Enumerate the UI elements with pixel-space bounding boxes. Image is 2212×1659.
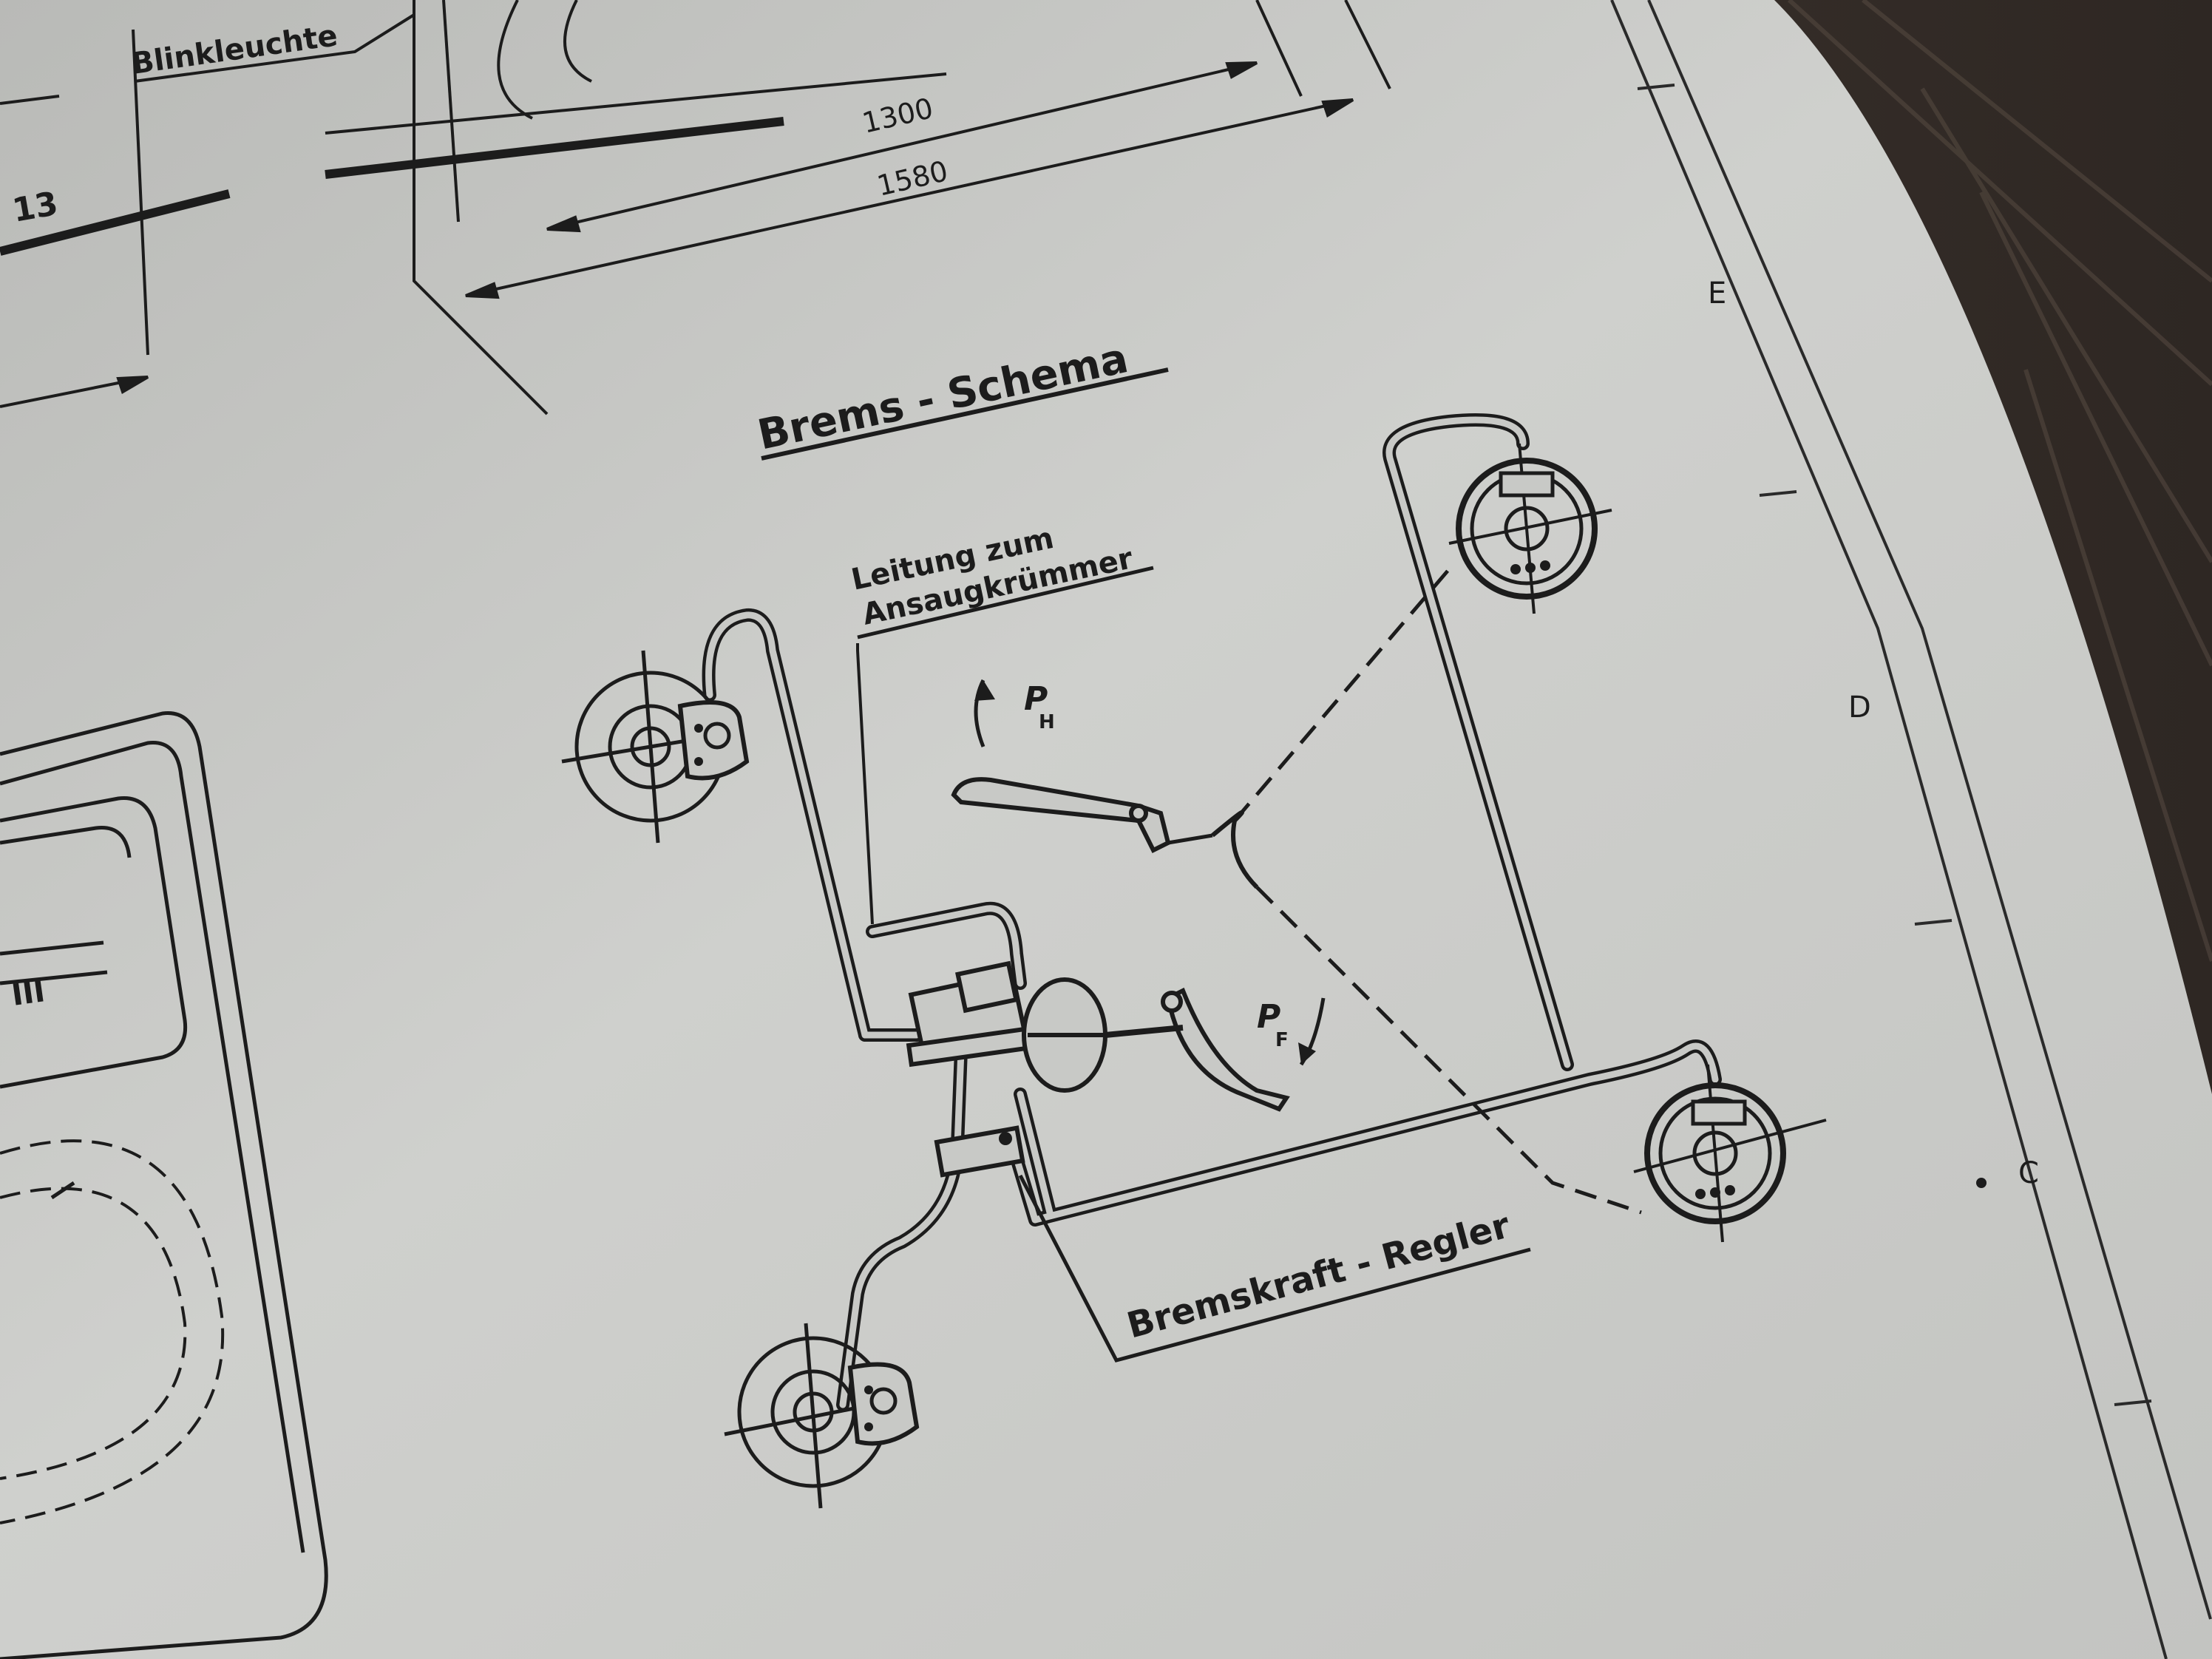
ph-label: P [1024, 680, 1048, 718]
front-left-disc-brake [561, 650, 750, 844]
brake-force-regulator [934, 1125, 1025, 1178]
partial-label-13: 13 [10, 185, 61, 230]
wood-grain [1787, 0, 2212, 962]
lever-link [1167, 833, 1213, 845]
ph-arrowhead [974, 680, 995, 701]
zone-letter-d: D [1848, 691, 1871, 725]
vehicle-top-drawing [0, 0, 1391, 415]
dashed-wheel-arc [0, 1139, 225, 1524]
sheet-border [1610, 0, 2212, 1659]
brake-booster [1022, 977, 1184, 1093]
handbrake-cables [1233, 568, 1642, 1215]
pf-label: P [1257, 998, 1280, 1036]
rear-right-drum-brake [1633, 1064, 1827, 1243]
foot-pedal [1161, 987, 1290, 1112]
blinkleuchte-leader [134, 13, 415, 83]
leitung-underline [857, 566, 1154, 639]
ph-subscript: H [1039, 711, 1055, 733]
zone-letter-c: C [2018, 1156, 2039, 1190]
cable-equalizer [1211, 810, 1259, 889]
ph-arrow [974, 679, 985, 747]
pf-arrowhead [1298, 1042, 1316, 1065]
pf-subscript: F [1275, 1029, 1289, 1051]
title-underline [761, 367, 1169, 461]
dimension-lines [0, 61, 1354, 408]
vehicle-side-drawing [0, 711, 328, 1659]
zone-letter-e: E [1708, 276, 1726, 311]
master-cylinder [906, 960, 1061, 1068]
rear-left-drum-brake [1448, 443, 1612, 614]
front-right-disc-brake [724, 1323, 920, 1509]
ink-dot [1976, 1178, 1987, 1188]
brake-lines [702, 413, 1722, 1411]
handbrake-lever [951, 777, 1171, 854]
vacuum-leader [856, 643, 874, 925]
ground-lines [0, 117, 784, 256]
regler-leader [1018, 1174, 1531, 1363]
roman-numeral-label: III [10, 974, 47, 1013]
